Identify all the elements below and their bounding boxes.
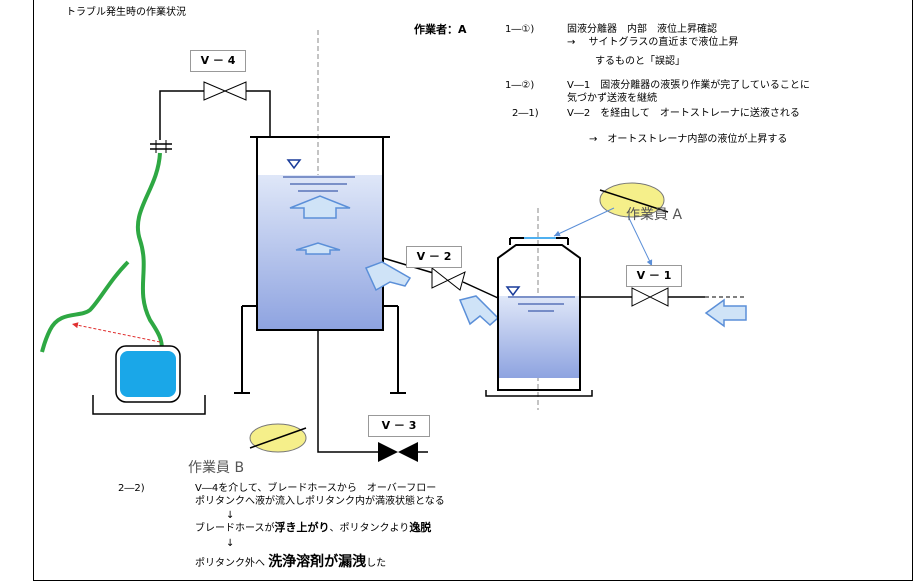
step-2-2-number: 2―2) bbox=[118, 483, 145, 494]
v3-line bbox=[317, 330, 428, 462]
step-1-1-text: 固液分離器 内部 液位上昇確認 bbox=[567, 24, 717, 35]
v3-valve-icon bbox=[378, 442, 418, 462]
worker-b bbox=[249, 423, 307, 453]
auto-strainer bbox=[485, 208, 593, 410]
step-2-1-detail: → オートストレーナ内部の液位が上昇する bbox=[589, 134, 788, 145]
worker-a-label: 作業員 A bbox=[626, 207, 683, 223]
v1-valve-icon bbox=[631, 287, 669, 307]
v4-label: V － 4 bbox=[190, 50, 246, 72]
worker-a bbox=[553, 182, 669, 267]
step-1-1-number: 1―①) bbox=[505, 24, 535, 35]
down-arrow-1: ↓ bbox=[226, 510, 235, 521]
separator-tank bbox=[234, 30, 406, 394]
v4-line bbox=[40, 81, 271, 353]
worker-a-v1-arrow bbox=[627, 215, 653, 267]
step-2-2-line1: V―4を介して、ブレードホースから オーバーフロー bbox=[195, 483, 437, 494]
flow-arrow-into-strainer-icon bbox=[458, 295, 500, 327]
poly-tank bbox=[92, 345, 206, 415]
rising-level-arrow-small-icon bbox=[295, 242, 341, 255]
strainer-level-marker-icon bbox=[505, 286, 521, 297]
step-2-2-line2: ポリタンクへ液が流入しポリタンク内が満液状態となる bbox=[195, 496, 445, 507]
diagram-frame bbox=[33, 0, 913, 581]
overflow-arrow bbox=[71, 322, 161, 343]
v3-label: V － 3 bbox=[368, 415, 430, 437]
worker-b-label: 作業員 B bbox=[188, 460, 245, 476]
worker-a-sightglass-arrow bbox=[553, 207, 615, 237]
v1-line bbox=[580, 287, 747, 328]
step-2-1-number: 2―1) bbox=[512, 108, 539, 119]
inlet-flow-arrow-icon bbox=[704, 298, 747, 328]
strainer-liquid bbox=[498, 296, 580, 378]
step-1-2-detail: 気づかず送液を継続 bbox=[567, 93, 657, 104]
step-1-2-text: V―1 固液分離器の液張り作業が完了していることに bbox=[567, 80, 810, 91]
escaped-hose-end bbox=[40, 260, 130, 353]
braided-hose bbox=[135, 152, 164, 351]
v2-valve-icon bbox=[431, 266, 466, 291]
diagram-title: トラブル発生時の作業状況 bbox=[66, 7, 186, 18]
step-1-1-detail: → サイトグラスの直近まで液位上昇 bbox=[567, 37, 739, 48]
flow-arrow-into-separator-icon bbox=[364, 261, 412, 292]
step-2-1-text: V―2 を経由して オートストレーナに送液される bbox=[567, 108, 800, 119]
v2-label: V － 2 bbox=[406, 246, 462, 268]
level-marker-icon bbox=[286, 159, 302, 170]
step-2-2-line4: ポリタンク外へ 洗浄溶剤が漏洩した bbox=[195, 554, 387, 570]
rising-level-arrow-icon bbox=[289, 195, 351, 219]
step-1-2-number: 1―②) bbox=[505, 80, 535, 91]
v4-valve-icon bbox=[203, 81, 247, 101]
step-1-1-misjudgment: するものと「誤認」 bbox=[595, 56, 685, 67]
operator-header: 作業者：A bbox=[414, 23, 467, 36]
v2-line bbox=[364, 257, 500, 327]
down-arrow-2: ↓ bbox=[226, 538, 235, 549]
step-2-2-line3: ブレードホースが浮き上がり、ポリタンクより逸脱 bbox=[195, 521, 432, 535]
v1-label: V － 1 bbox=[626, 265, 682, 287]
